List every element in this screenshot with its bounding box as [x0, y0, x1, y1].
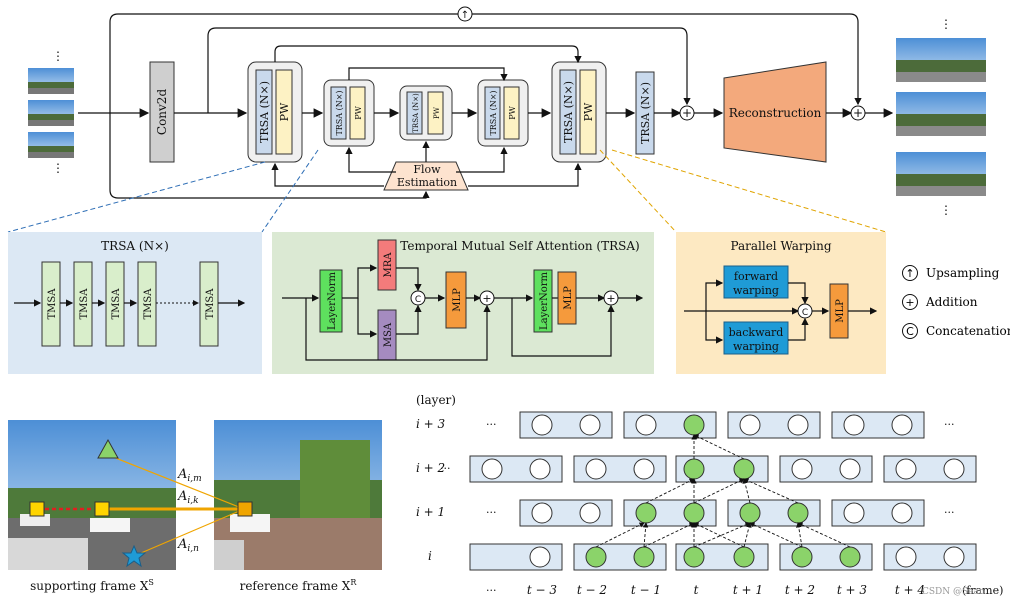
svg-text:t + 2: t + 2	[785, 583, 815, 597]
svg-text:+: +	[482, 292, 491, 305]
dots: ⋮	[52, 49, 64, 63]
svg-text:TMSA: TMSA	[79, 288, 90, 320]
input-frame	[28, 132, 74, 158]
svg-text:Estimation: Estimation	[397, 176, 457, 189]
svg-text:i + 3: i + 3	[416, 417, 446, 431]
svg-text:i + 2: i + 2	[416, 461, 445, 475]
svg-text:t + 4: t + 4	[895, 583, 925, 597]
svg-text:LayerNorm: LayerNorm	[539, 271, 550, 330]
conv2d-block	[149, 61, 175, 163]
trsa-panel: TRSA (N×) TMSA TMSA TMSA TMSA TMSA	[8, 232, 262, 374]
svg-text:TRSA (N×): TRSA (N×)	[412, 93, 420, 133]
supporting-frame-image	[8, 420, 176, 570]
flow-estimation-block	[383, 161, 469, 191]
svg-text:TMSA: TMSA	[47, 288, 58, 320]
svg-text:MRA: MRA	[383, 252, 394, 278]
attention-graph: (layer) i + 3 i + 2 i + 1 i ··· ··· ··· …	[416, 393, 1003, 597]
svg-text:TRSA (N×): TRSA (N×)	[489, 90, 498, 135]
svg-text:···: ···	[440, 462, 451, 475]
reference-frame-caption: reference frame XR	[240, 578, 358, 593]
svg-text:MLP: MLP	[835, 299, 846, 323]
supporting-frame-caption: supporting frame XS	[30, 578, 154, 593]
svg-text:···: ···	[944, 418, 955, 431]
warping-panel: Parallel Warping forward warping backwar…	[676, 232, 886, 374]
svg-text:t − 2: t − 2	[577, 583, 607, 597]
svg-text:+: +	[682, 106, 692, 120]
svg-text:TRSA (N×): TRSA (N×)	[258, 81, 271, 143]
svg-text:···: ···	[486, 418, 497, 431]
svg-text:forward: forward	[734, 270, 778, 283]
legend-upsampling: ↑ Upsampling	[902, 265, 999, 281]
svg-text:TRSA (N×): TRSA (N×)	[562, 81, 575, 143]
input-frames: ⋮ ⋮	[28, 49, 74, 175]
svg-text:warping: warping	[733, 340, 779, 353]
svg-text:MLP: MLP	[563, 286, 574, 310]
svg-text:i + 1: i + 1	[416, 505, 445, 519]
svg-text:TRSA (N×): TRSA (N×)	[335, 90, 344, 135]
reference-frame-image	[214, 420, 382, 570]
tmsa-panel-title: Temporal Mutual Self Attention (TRSA)	[400, 239, 639, 253]
svg-text:PW: PW	[433, 106, 441, 119]
svg-text:⋮: ⋮	[940, 17, 952, 31]
trsa-block-2: TRSA (N×) PW	[323, 79, 375, 147]
conv2d-label: Conv2d	[155, 89, 169, 136]
svg-text:t − 3: t − 3	[527, 583, 558, 597]
svg-text:⋮: ⋮	[52, 161, 64, 175]
trsa-block-5: TRSA (N×) PW	[551, 61, 607, 163]
svg-text:↑: ↑	[461, 10, 469, 21]
trsa-panel-title: TRSA (N×)	[101, 239, 169, 253]
trsa-block-4: TRSA (N×) PW	[477, 79, 529, 147]
svg-text:···: ···	[486, 506, 497, 519]
svg-text:+: +	[853, 106, 863, 120]
svg-text:MSA: MSA	[383, 322, 394, 347]
svg-text:i: i	[428, 549, 432, 563]
svg-text:TMSA: TMSA	[143, 288, 154, 320]
trsa-block-1: TRSA (N×) PW	[247, 61, 303, 163]
svg-text:PW: PW	[354, 105, 363, 119]
svg-text:+: +	[606, 292, 615, 305]
addition-icon: +	[902, 294, 918, 310]
svg-text:TMSA: TMSA	[111, 288, 122, 320]
svg-text:Ai,m: Ai,m	[177, 467, 202, 484]
svg-text:···: ···	[486, 584, 497, 597]
svg-text:PW: PW	[278, 102, 291, 121]
svg-text:⋮: ⋮	[940, 203, 952, 217]
svg-text:C: C	[415, 295, 421, 305]
output-frames: ⋮ ⋮	[896, 17, 986, 217]
svg-text:PW: PW	[508, 105, 517, 119]
upsampling-node	[457, 6, 473, 22]
svg-text:t: t	[694, 583, 699, 597]
svg-text:TRSA (N×): TRSA (N×)	[639, 82, 652, 144]
svg-text:LayerNorm: LayerNorm	[327, 271, 338, 330]
legend-addition: + Addition	[902, 294, 977, 310]
legend-concatenation: C Concatenation	[902, 323, 1010, 339]
svg-text:···: ···	[944, 506, 955, 519]
warping-panel-title: Parallel Warping	[730, 239, 831, 253]
input-frame	[28, 68, 74, 94]
upsampling-icon: ↑	[902, 265, 918, 281]
svg-text:t − 1: t − 1	[631, 583, 661, 597]
svg-text:backward: backward	[729, 326, 784, 339]
svg-text:t + 3: t + 3	[837, 583, 868, 597]
reconstruction-block	[723, 61, 827, 163]
watermark: CSDN @Sean	[922, 587, 985, 597]
trsa-block-3: TRSA (N×) PW	[399, 85, 453, 141]
svg-text:MLP: MLP	[452, 288, 463, 312]
svg-text:Flow: Flow	[413, 163, 441, 176]
layer-axis-title: (layer)	[416, 393, 456, 407]
svg-text:Ai,k: Ai,k	[177, 489, 199, 506]
svg-text:Ai,n: Ai,n	[177, 537, 199, 554]
tmsa-panel: Temporal Mutual Self Attention (TRSA) La…	[272, 232, 654, 374]
svg-text:C: C	[802, 308, 808, 318]
input-frame	[28, 100, 74, 126]
reconstruction-label: Reconstruction	[729, 106, 822, 120]
svg-text:PW: PW	[582, 102, 595, 121]
frame-axis-title: (frame)	[962, 584, 1003, 597]
concatenation-icon: C	[902, 323, 918, 339]
svg-text:warping: warping	[733, 284, 779, 297]
svg-text:TMSA: TMSA	[205, 288, 216, 320]
svg-text:t + 1: t + 1	[733, 583, 763, 597]
